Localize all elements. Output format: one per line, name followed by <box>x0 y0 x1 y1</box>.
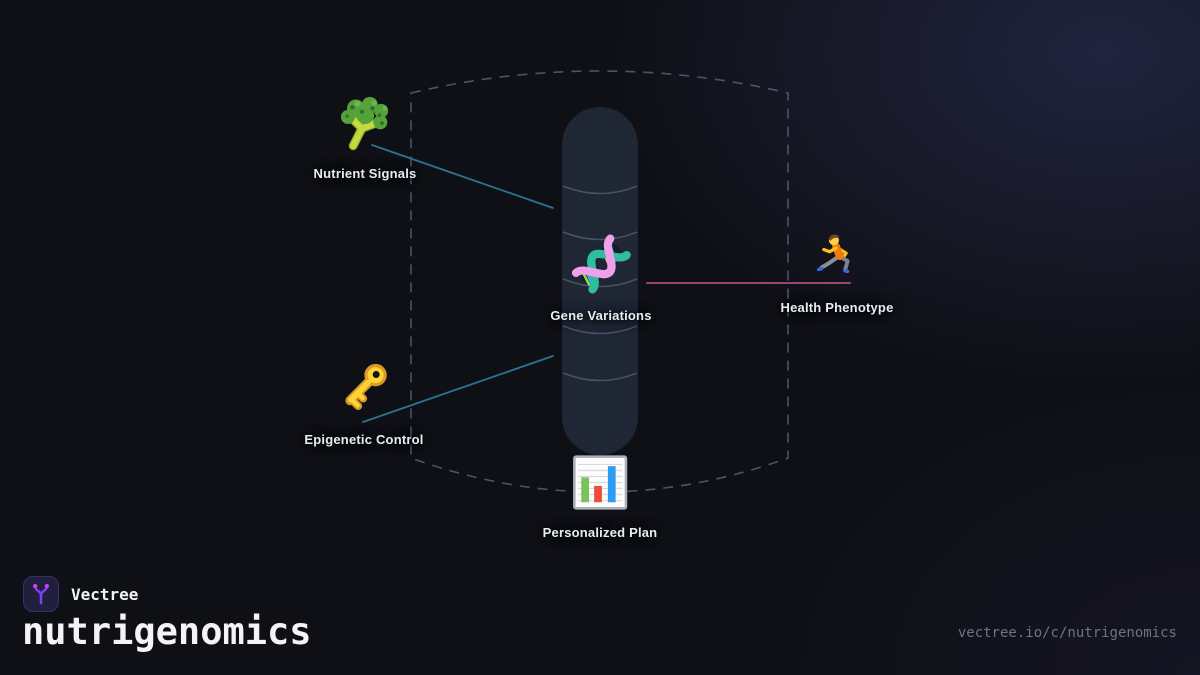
bar-chart-icon <box>572 455 628 515</box>
node-gene-variations[interactable]: Gene Variations <box>550 233 651 323</box>
node-epigenetic-control[interactable]: Epigenetic Control <box>304 357 423 447</box>
node-nutrient-signals[interactable]: Nutrient Signals <box>314 96 417 181</box>
dna-icon <box>570 233 632 300</box>
capsule-shape <box>562 107 638 455</box>
vectree-logo-icon <box>23 576 59 612</box>
broccoli-icon <box>336 96 394 157</box>
edge-epigenetic-to-gene <box>362 355 554 423</box>
node-personalized-plan[interactable]: Personalized Plan <box>543 455 658 540</box>
key-icon <box>336 357 392 424</box>
edge-nutrient-to-gene <box>371 144 554 209</box>
brand-name: Vectree <box>71 584 139 604</box>
node-label-gene-variations: Gene Variations <box>550 308 652 323</box>
share-url: vectree.io/c/nutrigenomics <box>957 625 1177 641</box>
node-label-nutrient-signals: Nutrient Signals <box>313 166 417 181</box>
runner-icon <box>814 226 860 291</box>
node-label-personalized-plan: Personalized Plan <box>542 525 658 540</box>
node-health-phenotype[interactable]: Health Phenotype <box>781 226 894 315</box>
page-title: nutrigenomics <box>22 610 312 653</box>
brand-block: Vectree <box>23 576 138 612</box>
node-label-health-phenotype: Health Phenotype <box>780 300 894 315</box>
node-label-epigenetic-control: Epigenetic Control <box>304 432 424 447</box>
dashed-boundary <box>410 70 789 493</box>
capsule-band-lines <box>562 185 638 382</box>
